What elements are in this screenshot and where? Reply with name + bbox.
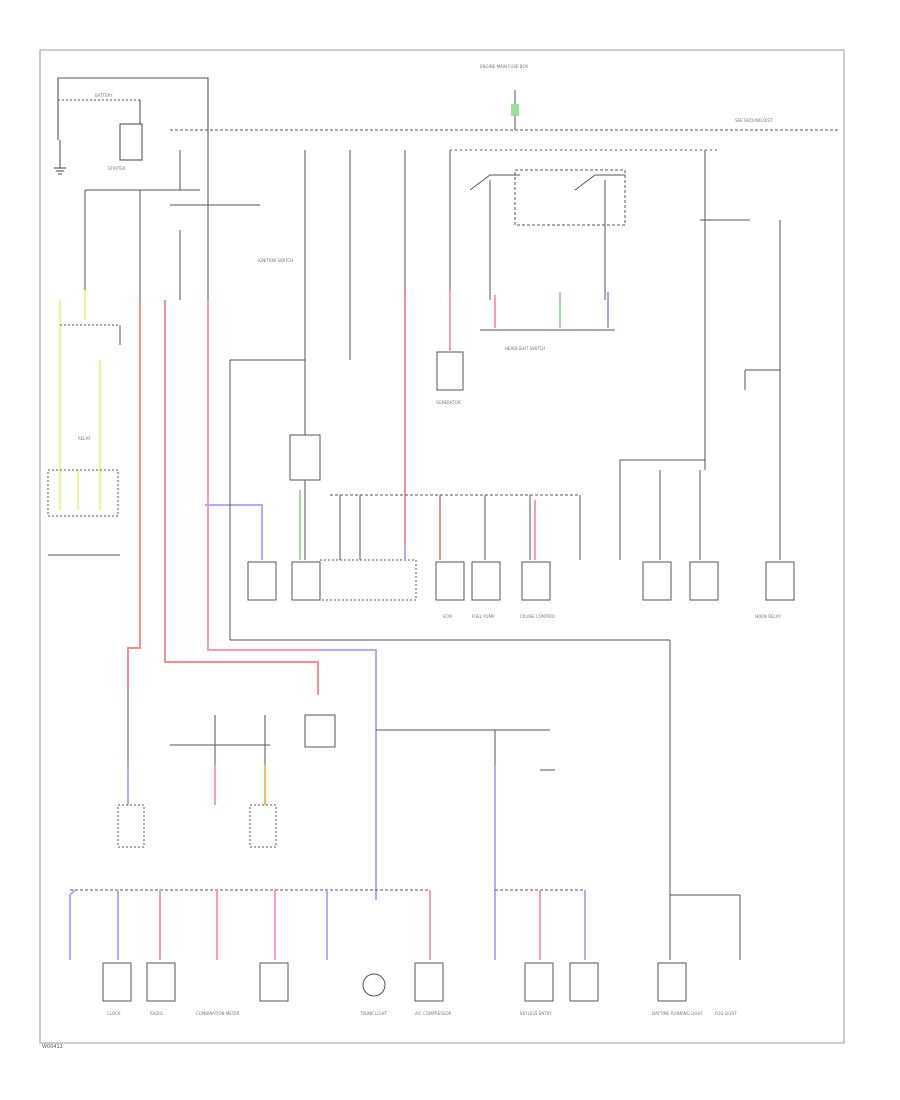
headlight-switch: [469, 169, 750, 226]
lower-block: [127, 640, 741, 960]
diagram-id: W00412: [42, 1044, 63, 1050]
fuel-pump-label: FUEL PUMP: [472, 614, 495, 619]
fuse-box-feed: [450, 90, 720, 151]
cruise-label: CRUISE CONTROL: [520, 614, 556, 619]
top-right-label: SEE GROUND DIST.: [735, 118, 773, 123]
horn-relay-label: HORN RELAY: [755, 614, 781, 619]
clock-label: CLOCK: [107, 1011, 121, 1016]
red-wires: [127, 290, 406, 695]
middle-block: [229, 300, 781, 641]
component-row-2: [117, 804, 277, 848]
radio-label: RADIO: [150, 1011, 163, 1016]
ignition-label: IGNITION SWITCH: [258, 258, 293, 263]
headlight-switch-label: HEADLIGHT SWITCH: [505, 346, 545, 351]
combination-label: COMBINATION METER: [196, 1011, 240, 1016]
battery-label: BATTERY: [95, 93, 113, 98]
relay-left: [47, 324, 121, 556]
diagram-frame: [39, 49, 845, 1044]
trunk-label: TRUNK LIGHT: [359, 1011, 388, 1016]
generator-label: GENERATOR: [436, 400, 461, 405]
green-fuse-marker: [511, 104, 519, 116]
fog-label: FOG LIGHT: [715, 1011, 737, 1016]
generator-box: [436, 351, 464, 391]
relay-left-label: RELAY: [78, 436, 91, 441]
top-center-label: ENGINE MAIN FUSE BOX: [480, 64, 528, 69]
component-row-1: [247, 561, 795, 601]
wire-violet-upper: [205, 504, 263, 560]
starter-label: STARTER: [108, 166, 126, 171]
main-bus: [84, 128, 840, 330]
ac-compressor-label: A/C COMPRESSOR: [415, 1011, 451, 1016]
violet-run: [320, 649, 377, 900]
battery-block: [54, 77, 209, 175]
yellow-wires: [59, 290, 101, 510]
bottom-wires: [69, 889, 586, 960]
ecm-label: ECM: [443, 614, 452, 619]
daytime-label: DAYTIME RUNNING LIGHT: [652, 1011, 704, 1016]
fuse-drops: [84, 150, 781, 360]
keyless-label: KEYLESS ENTRY: [520, 1011, 552, 1016]
component-row-3: [102, 962, 687, 1002]
